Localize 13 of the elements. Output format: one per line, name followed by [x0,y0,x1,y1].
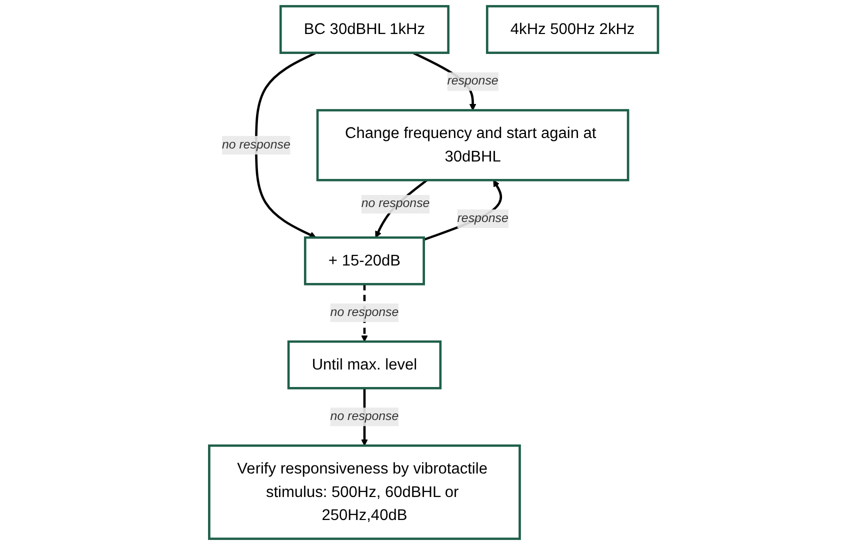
node-box: 4kHz 500Hz 2kHz [486,5,660,54]
edge-label: response [457,212,508,225]
edge-label: no response [222,138,290,152]
node-box: BC 30dBHL 1kHz [279,5,450,54]
node-box: Until max. level [287,340,442,390]
edge-label: no response [361,197,430,210]
edge-label: response [447,74,498,88]
edge-label: no response [330,306,399,320]
node-box: + 15-20dB [304,236,425,286]
node-box: Verify responsiveness by vibrotactile stimulus: 500Hz, 60dBHL or 250Hz,40dB [208,444,521,540]
node-box: Change frequency and start again at 30dBHL [316,109,630,182]
edge-label: no response [330,410,399,424]
arrow [254,52,316,238]
